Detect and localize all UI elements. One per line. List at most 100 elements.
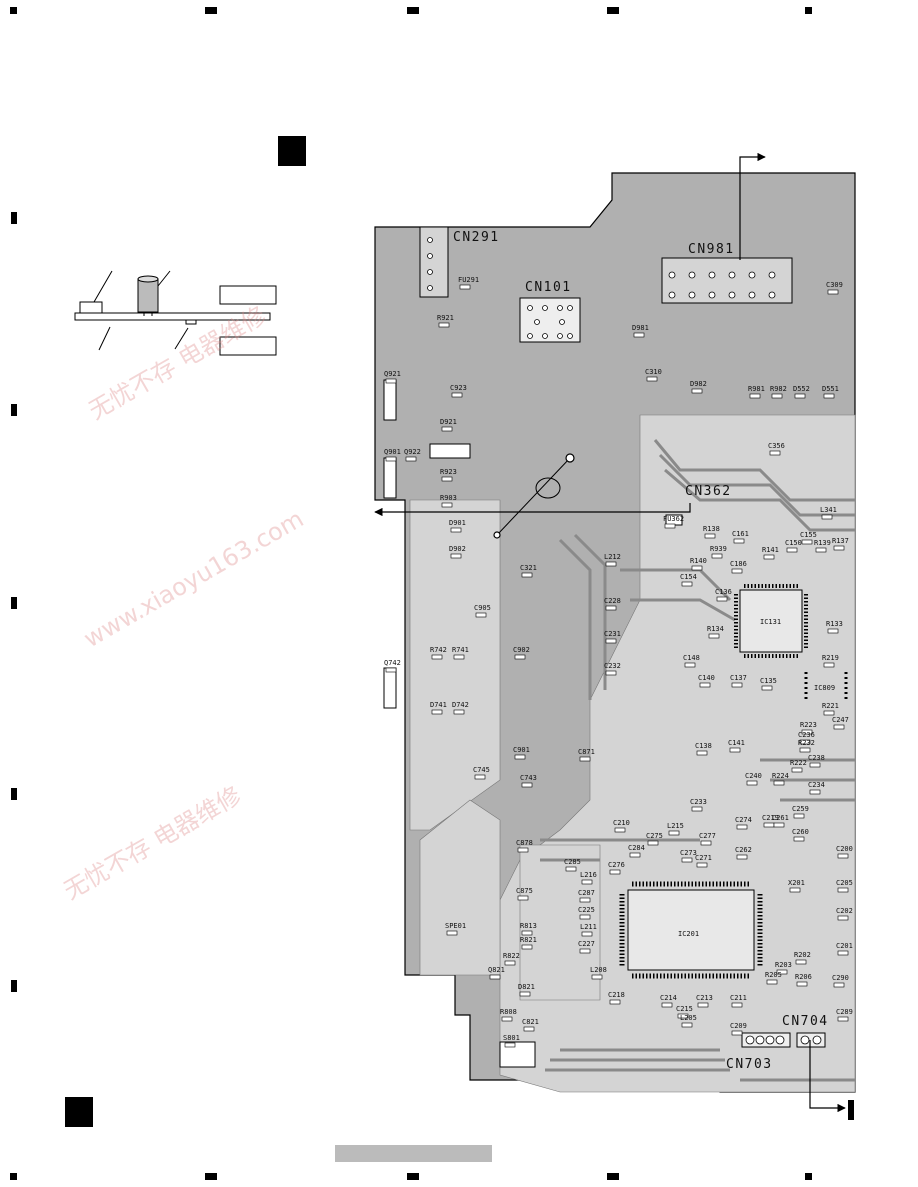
component-label-d551: D551	[822, 385, 839, 393]
component-label-c238: C238	[808, 754, 825, 762]
watermark: 无忧不存 电器维修 www.xiaoyu163.com 无忧不存 电器维修	[59, 301, 308, 905]
component-pad-c155	[801, 539, 813, 545]
component-label-r206: R206	[795, 973, 812, 981]
component-pad-c276	[609, 869, 621, 875]
component-label-c210: C210	[613, 819, 630, 827]
component-label-c240: C240	[745, 772, 762, 780]
watermark-text-url: www.xiaoyu163.com	[79, 505, 308, 654]
component-label-l208: L208	[590, 966, 607, 974]
component-pad-c232	[605, 670, 617, 676]
component-label-r741: R741	[452, 646, 469, 654]
component-pad-d981	[633, 332, 645, 338]
component-label-c213: C213	[696, 994, 713, 1002]
component-label-r939: R939	[710, 545, 727, 553]
component-pad-c150	[786, 547, 798, 553]
component-label-c259: C259	[792, 805, 809, 813]
component-label-c209: C209	[730, 1022, 747, 1030]
component-label-d552: D552	[793, 385, 810, 393]
component-label-d921: D921	[440, 418, 457, 426]
component-label-c186: C186	[730, 560, 747, 568]
component-label-fu291: FU291	[458, 276, 479, 284]
component-label-r222: R222	[790, 759, 807, 767]
component-pad-c875	[517, 895, 529, 901]
component-pad-d742	[453, 709, 465, 715]
component-label-r821: R821	[520, 936, 537, 944]
component-label-r808: R808	[500, 1008, 517, 1016]
component-label-c205: C205	[836, 879, 853, 887]
component-pad-c261	[773, 822, 785, 828]
component-pad-d982	[691, 388, 703, 394]
component-pad-r222	[791, 767, 803, 773]
component-label-d981: D981	[632, 324, 649, 332]
component-pad-c205	[837, 887, 849, 893]
component-label-c137: C137	[730, 674, 747, 682]
component-pad-c262	[736, 854, 748, 860]
component-label-l205: L205	[680, 1014, 697, 1022]
component-label-c285: C285	[564, 858, 581, 866]
component-pad-c210	[614, 827, 626, 833]
component-label-r813: R813	[520, 922, 537, 930]
component-label-c225: C225	[578, 906, 595, 914]
cn362-label: CN362	[685, 484, 732, 499]
component-pad-r138	[704, 533, 716, 539]
component-pad-c238	[809, 762, 821, 768]
component-pad-c211	[731, 1002, 743, 1008]
component-pad-r921	[438, 322, 450, 328]
component-label-c310: C310	[645, 368, 662, 376]
component-pad-l205	[681, 1022, 693, 1028]
connector-pads	[427, 237, 822, 1045]
component-label-r223: R223	[800, 721, 817, 729]
component-pad-r203	[776, 969, 788, 975]
component-pad-fu291	[459, 284, 471, 290]
component-pad-r232	[799, 747, 811, 753]
component-pad-fu362	[664, 523, 676, 529]
component-label-d742: D742	[452, 701, 469, 709]
component-pad-r223	[801, 729, 813, 735]
component-label-c211: C211	[730, 994, 747, 1002]
component-label-r903: R903	[440, 494, 457, 502]
component-label-c231: C231	[604, 630, 621, 638]
component-pad-r742	[431, 654, 443, 660]
component-pad-c310	[646, 376, 658, 382]
component-pad-q921	[385, 378, 397, 384]
component-pad-l208	[591, 974, 603, 980]
watermark-text-cn-2: 无忧不存 电器维修	[59, 781, 246, 905]
component-pad-c902	[514, 654, 526, 660]
component-label-c290: C290	[832, 974, 849, 982]
component-pad-c821	[523, 1026, 535, 1032]
component-pad-r205	[766, 979, 778, 985]
component-label-l212: L212	[604, 553, 621, 561]
component-label-r202: R202	[794, 951, 811, 959]
component-pad-r219	[823, 662, 835, 668]
component-label-q922: Q922	[404, 448, 421, 456]
component-pad-r821	[521, 944, 533, 950]
component-pad-s801	[504, 1042, 516, 1048]
component-label-l341: L341	[820, 506, 837, 514]
component-label-c271: C271	[695, 854, 712, 862]
component-label-d902: D902	[449, 545, 466, 553]
component-label-c136: C136	[715, 588, 732, 596]
component-label-r139: R139	[814, 539, 831, 547]
component-label-c875: C875	[516, 887, 533, 895]
component-pad-c209	[731, 1030, 743, 1036]
component-pad-c219	[763, 822, 775, 828]
component-pad-c138	[696, 750, 708, 756]
component-label-r138: R138	[703, 525, 720, 533]
component-pad-d921	[441, 426, 453, 432]
cn981-label: CN981	[688, 242, 735, 257]
component-label-x201: X201	[788, 879, 805, 887]
component-pad-c140	[699, 682, 711, 688]
ic201-label: IC201	[678, 930, 699, 938]
component-label-d901: D901	[449, 519, 466, 527]
component-label-c309: C309	[826, 281, 843, 289]
component-label-d821: D821	[518, 983, 535, 991]
component-label-c745: C745	[473, 766, 490, 774]
component-label-c821: C821	[522, 1018, 539, 1026]
component-label-c232: C232	[604, 662, 621, 670]
component-pad-c202	[837, 915, 849, 921]
component-label-c201: C201	[836, 942, 853, 950]
component-pad-c240	[746, 780, 758, 786]
component-label-spe01: SPE01	[445, 922, 466, 930]
component-pad-c215	[677, 1013, 689, 1019]
